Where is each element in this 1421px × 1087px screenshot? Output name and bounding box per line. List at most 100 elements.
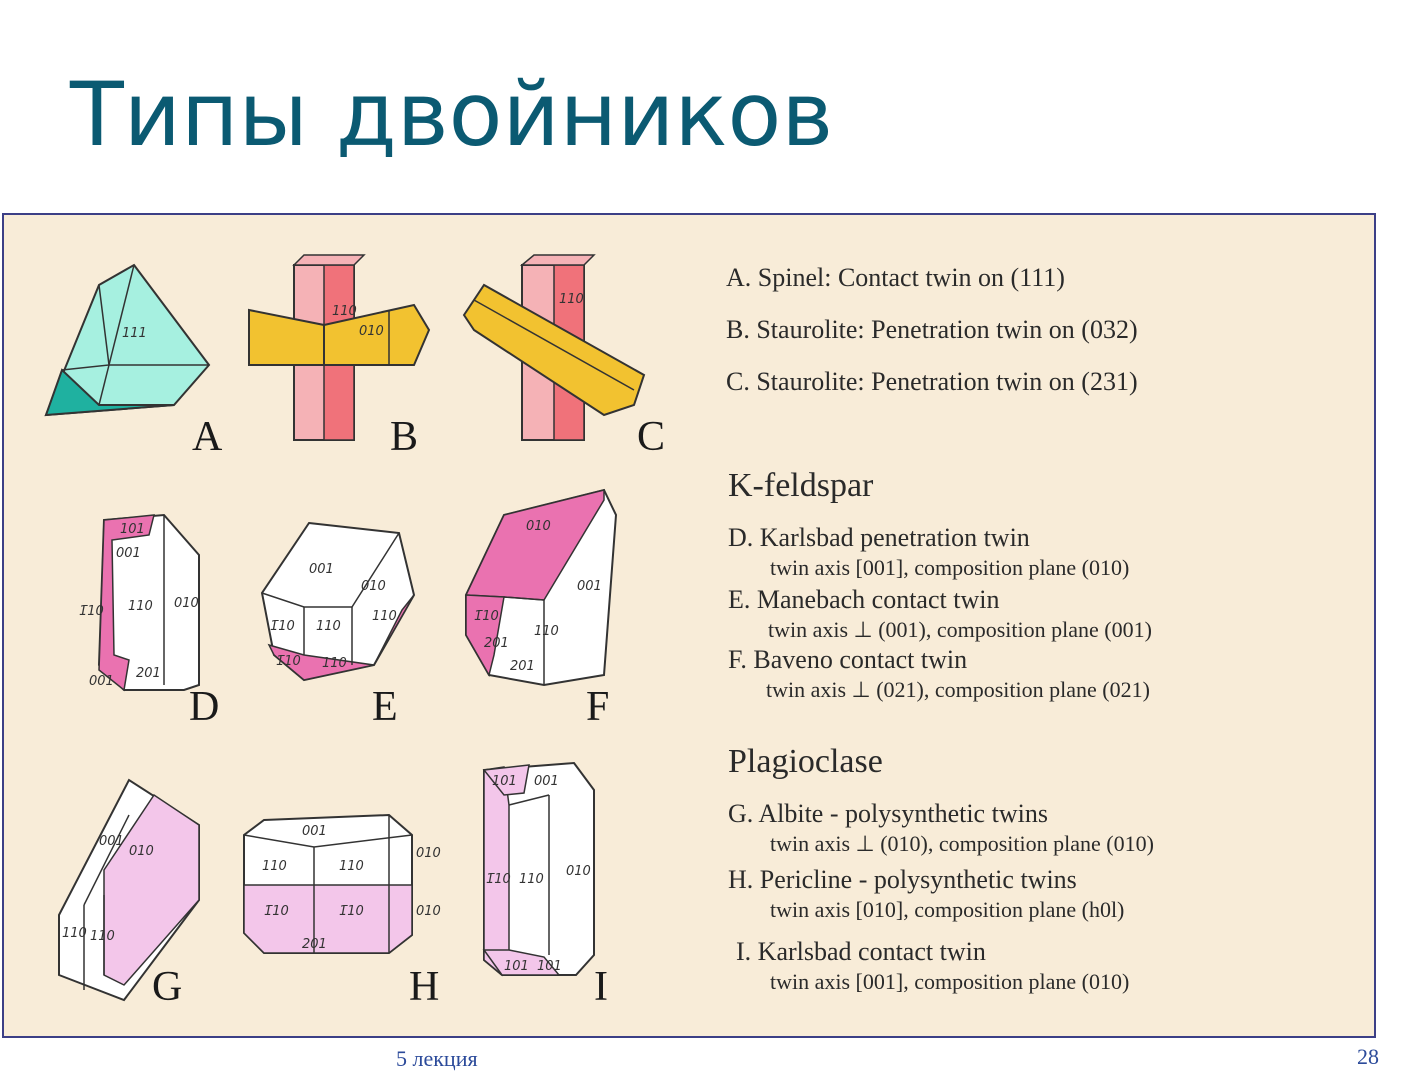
face-label: 101: [120, 522, 145, 537]
face-label: 201: [302, 937, 327, 952]
page-title: Типы двойников: [70, 63, 834, 166]
legend-text: Pericline - polysynthetic twins: [759, 865, 1077, 894]
face-label: 201: [484, 636, 509, 651]
legend-letter: F.: [728, 645, 747, 674]
crystal-h: 001 110 110 010 1̄10 1̄10 010 201 H: [243, 813, 441, 1010]
legend-letter: D.: [728, 523, 754, 552]
face-label: 001: [534, 774, 559, 789]
crystal-d: 101 001 110 010 1̄10 201 001 D: [79, 513, 219, 730]
legend-line-g: G. Albite - polysynthetic twins: [728, 799, 1048, 829]
legend-line-a: A. Spinel: Contact twin on (111): [726, 263, 1065, 293]
face-label: 110: [316, 619, 341, 634]
legend-sub-h: twin axis [010], composition plane (h0l): [770, 897, 1125, 922]
face-label: 110: [372, 609, 397, 624]
face-label: 001: [309, 562, 334, 577]
crystal-g: 001 010 110 110 G: [58, 778, 200, 1010]
face-label: 1̄10: [339, 904, 364, 919]
crystal-letter-d: D: [189, 684, 219, 730]
legend-sub-d: twin axis [001], composition plane (010): [770, 555, 1130, 580]
face-label: 001: [89, 674, 114, 689]
legend-line-e: E. Manebach contact twin: [728, 585, 999, 615]
legend-heading-kfeldspar: K-feldspar: [728, 467, 874, 504]
face-label: 110: [128, 599, 153, 614]
crystal-c: 110 C: [462, 254, 665, 460]
crystal-drawings: 111 A 110 010 B 110 C: [44, 254, 665, 1010]
legend-text: Spinel: Contact twin on (111): [757, 263, 1065, 292]
crystal-i: 101 001 1̄10 110 010 101 101 I: [482, 761, 608, 1010]
face-label: 1̄10: [270, 619, 295, 634]
legend-letter: I.: [736, 937, 752, 966]
legend-letter: C.: [726, 367, 750, 396]
legend-text: Albite - polysynthetic twins: [758, 799, 1048, 828]
legend-sub-i: twin axis [001], composition plane (010): [770, 969, 1130, 994]
crystal-letter-b: B: [390, 414, 418, 460]
legend-line-h: H. Pericline - polysynthetic twins: [728, 865, 1077, 895]
face-label: 110: [332, 304, 357, 319]
legend-sub-g: twin axis ⊥ (010), composition plane (01…: [770, 831, 1154, 856]
legend-heading-plagioclase: Plagioclase: [728, 743, 883, 780]
crystal-letter-a: A: [192, 414, 223, 460]
face-label: 110: [90, 929, 115, 944]
face-label: 110: [519, 872, 544, 887]
legend-line-d: D. Karlsbad penetration twin: [728, 523, 1030, 553]
face-label: 001: [116, 546, 141, 561]
legend-line-i: I. Karlsbad contact twin: [736, 937, 986, 967]
face-label: 010: [359, 324, 384, 339]
face-label: 010: [416, 846, 441, 861]
face-label: 010: [129, 844, 154, 859]
crystal-e: 001 010 1̄10 110 110 1̄10 110 E: [260, 521, 416, 730]
face-label: 010: [361, 579, 386, 594]
footer-lecture: 5 лекция: [396, 1046, 478, 1071]
face-label: 1̄10: [474, 609, 499, 624]
legend-line-b: B. Staurolite: Penetration twin on (032): [726, 315, 1138, 345]
crystal-letter-c: C: [637, 414, 665, 460]
face-label: 010: [566, 864, 591, 879]
face-label: 010: [526, 519, 551, 534]
face-label: 001: [99, 834, 124, 849]
legend-letter: B.: [726, 315, 750, 344]
crystal-letter-e: E: [372, 684, 398, 730]
face-label: 101: [537, 959, 562, 974]
legend-text: Karlsbad penetration twin: [759, 523, 1030, 552]
legend-text: Manebach contact twin: [756, 585, 1000, 614]
face-label: 101: [504, 959, 529, 974]
legend-text: Staurolite: Penetration twin on (032): [756, 315, 1138, 344]
crystal-letter-i: I: [594, 964, 608, 1010]
crystal-b: 110 010 B: [248, 254, 431, 460]
face-label: 001: [302, 824, 327, 839]
face-label: 110: [339, 859, 364, 874]
face-label: 101: [492, 774, 517, 789]
legend-text: Karlsbad contact twin: [757, 937, 986, 966]
twin-types-figure: 111 A 110 010 B 110 C: [2, 213, 1376, 1038]
face-label: 111: [122, 326, 147, 341]
face-label: 110: [559, 292, 584, 307]
face-label: 110: [262, 859, 287, 874]
crystal-letter-h: H: [409, 964, 439, 1010]
face-label: 110: [534, 624, 559, 639]
face-label: 110: [62, 926, 87, 941]
crystal-a: 111 A: [44, 263, 223, 460]
legend-text: Staurolite: Penetration twin on (231): [756, 367, 1138, 396]
crystal-f: 010 001 1̄10 110 201 201 F: [464, 488, 618, 730]
legend-sub-f: twin axis ⊥ (021), composition plane (02…: [766, 677, 1150, 702]
face-label: 201: [136, 666, 161, 681]
legend-text: Baveno contact twin: [753, 645, 968, 674]
footer-page-number: 28: [1357, 1044, 1379, 1069]
legend-letter: A.: [726, 263, 752, 292]
face-label: 1̄10: [276, 654, 301, 669]
legend-letter: G.: [728, 799, 754, 828]
crystal-letter-f: F: [586, 684, 609, 730]
legend-line-f: F. Baveno contact twin: [728, 645, 967, 675]
face-label: 010: [174, 596, 199, 611]
face-label: 001: [577, 579, 602, 594]
face-label: 1̄10: [264, 904, 289, 919]
face-label: 010: [416, 904, 441, 919]
face-label: 1̄10: [486, 872, 511, 887]
crystal-letter-g: G: [152, 964, 182, 1010]
legend-letter: E.: [728, 585, 751, 614]
legend-sub-e: twin axis ⊥ (001), composition plane (00…: [768, 617, 1152, 642]
legend-letter: H.: [728, 865, 754, 894]
face-label: 110: [322, 656, 347, 671]
face-label: 201: [510, 659, 535, 674]
legend-line-c: C. Staurolite: Penetration twin on (231): [726, 367, 1138, 397]
